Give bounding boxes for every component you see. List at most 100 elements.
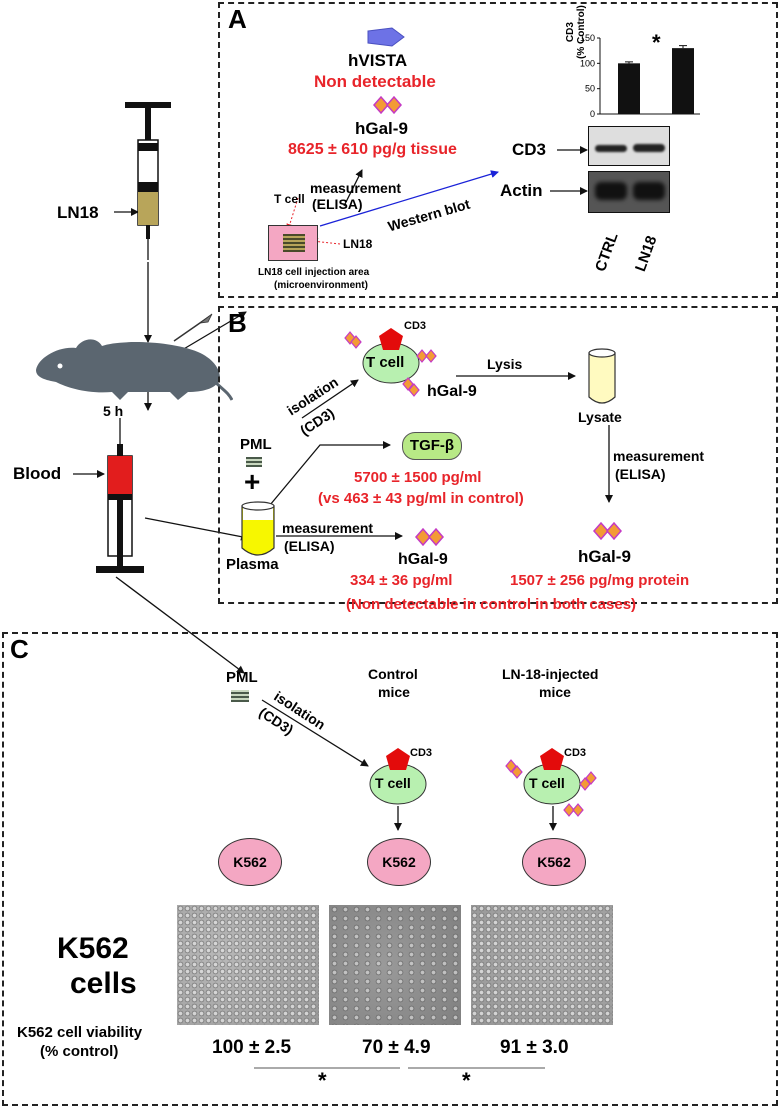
significance-star-a: * bbox=[652, 30, 661, 55]
lysis-label: Lysis bbox=[487, 356, 523, 372]
panel-b bbox=[218, 306, 778, 604]
plasma-label: Plasma bbox=[226, 556, 279, 573]
syringe-blood-icon bbox=[96, 418, 144, 573]
control-mice-label-1: Control bbox=[368, 666, 418, 682]
lysate-tube-icon bbox=[588, 348, 616, 404]
scalpel-icon bbox=[173, 313, 213, 342]
blood-label: Blood bbox=[13, 464, 62, 483]
ln18-mice-label-2: mice bbox=[539, 684, 571, 700]
pml-cells-icon-b bbox=[246, 457, 262, 467]
panel-a-label: A bbox=[228, 4, 247, 34]
panel-c bbox=[2, 632, 778, 1106]
syringe-ln18-icon bbox=[125, 102, 171, 260]
chart-ylabel-1: CD3 bbox=[565, 22, 576, 43]
area-label-2: (microenvironment) bbox=[274, 280, 368, 291]
footnote-b: (Non detectable in control in both cases… bbox=[346, 596, 637, 613]
viability-value-1: 100 ± 2.5 bbox=[212, 1037, 292, 1058]
cell-cluster bbox=[283, 234, 305, 252]
arrow-western-blot bbox=[319, 170, 499, 227]
hgal9-lysate-label: hGal-9 bbox=[578, 547, 631, 566]
area-label-1: LN18 cell injection area bbox=[258, 267, 370, 278]
measurement-label-a: measurement bbox=[310, 180, 402, 196]
actin-blot bbox=[588, 171, 670, 213]
arrow-isolation-b bbox=[301, 379, 359, 419]
arrow-mouse-to-panel-a bbox=[181, 311, 247, 351]
tgf-control: (vs 463 ± 43 pg/ml in control) bbox=[318, 490, 524, 507]
tgf-beta-badge: TGF-β bbox=[402, 432, 462, 460]
chart-tick-label: 0 bbox=[590, 109, 595, 119]
hgal9-value: 8625 ± 610 pg/g tissue bbox=[288, 141, 457, 158]
k562-cell-3: K562 bbox=[522, 838, 586, 886]
ln18-label-a: LN18 bbox=[343, 237, 373, 251]
lysate-label: Lysate bbox=[578, 409, 622, 425]
viability-value-3: 91 ± 3.0 bbox=[500, 1037, 569, 1058]
hvista-value: Non detectable bbox=[314, 72, 436, 91]
hgal9-icon bbox=[373, 96, 402, 114]
elisa-label-lysate: (ELISA) bbox=[615, 466, 666, 482]
micrograph-1 bbox=[177, 905, 319, 1025]
actin-blot-label: Actin bbox=[500, 181, 543, 200]
measurement-label-lysate: measurement bbox=[613, 448, 705, 464]
hgal9-label: hGal-9 bbox=[355, 119, 408, 138]
panel-b-label: B bbox=[228, 308, 247, 338]
arrow-ln18-dashed bbox=[311, 238, 341, 246]
significance-star-c1: * bbox=[318, 1068, 327, 1093]
cd3-label-b: CD3 bbox=[404, 320, 427, 332]
chart-bar-ln18 bbox=[672, 48, 694, 114]
micrograph-2 bbox=[329, 905, 461, 1025]
arrow-isolation-c bbox=[261, 699, 369, 767]
cd3-blot-label: CD3 bbox=[512, 140, 547, 159]
chart-ylabel-2: (% Control) bbox=[576, 5, 587, 59]
significance-star-c2: * bbox=[462, 1068, 471, 1093]
k562-cell-2: K562 bbox=[367, 838, 431, 886]
mouse-icon bbox=[36, 339, 233, 401]
pml-label-c: PML bbox=[226, 669, 258, 686]
arrow-tcell-dashed bbox=[286, 197, 299, 231]
chart-error-bar bbox=[625, 61, 633, 64]
cd3-label-ln18: CD3 bbox=[564, 747, 587, 759]
elisa-label-b: (ELISA) bbox=[284, 538, 335, 554]
viability-label-1: K562 cell viability bbox=[17, 1024, 143, 1041]
arrow-to-hgal9 bbox=[343, 169, 363, 207]
hgal9-plasma-label: hGal-9 bbox=[398, 551, 448, 568]
hgal9-cell-label: hGal-9 bbox=[427, 383, 477, 400]
actin-band-ctrl bbox=[595, 182, 627, 200]
tcell-label-ln18: T cell bbox=[529, 775, 565, 791]
ln18-mice-label-1: LN-18-injected bbox=[502, 666, 599, 682]
cd3-label-control: CD3 bbox=[410, 747, 433, 759]
k562-cells-title-2: cells bbox=[70, 967, 137, 1000]
cd3-blot bbox=[588, 126, 670, 166]
tcell-label-a: T cell bbox=[274, 192, 305, 206]
hgal9-plasma-icon bbox=[415, 528, 444, 546]
time-label: 5 h bbox=[103, 403, 124, 419]
ln18-label: LN18 bbox=[57, 203, 99, 222]
chart-bar-ctrl bbox=[618, 63, 640, 114]
injection-area bbox=[268, 225, 318, 261]
control-mice-label-2: mice bbox=[378, 684, 410, 700]
tcell-icon-ln18 bbox=[505, 748, 597, 817]
plus-label: + bbox=[244, 466, 261, 497]
tcell-icon-control bbox=[369, 748, 427, 805]
chart-tick-label: 50 bbox=[585, 84, 595, 94]
viability-value-2: 70 ± 4.9 bbox=[362, 1037, 431, 1058]
micrograph-3 bbox=[471, 905, 613, 1025]
cd3-band-ln18 bbox=[633, 144, 665, 152]
k562-cell-1: K562 bbox=[218, 838, 282, 886]
cd3-band-ctrl bbox=[595, 145, 627, 152]
hvista-label: hVISTA bbox=[348, 51, 408, 70]
elisa-label-a: (ELISA) bbox=[312, 196, 363, 212]
hgal9-lysate-value: 1507 ± 256 pg/mg protein bbox=[510, 572, 690, 589]
tcell-icon-b bbox=[344, 328, 437, 397]
pml-cells-icon-c bbox=[231, 690, 249, 702]
hgal9-plasma-value: 334 ± 36 pg/ml bbox=[350, 572, 453, 589]
pml-label-b: PML bbox=[240, 436, 272, 453]
tgf-value: 5700 ± 1500 pg/ml bbox=[354, 469, 482, 486]
viability-label-2: (% control) bbox=[40, 1043, 119, 1060]
plasma-tube-icon bbox=[241, 501, 275, 556]
chart-tick-label: 150 bbox=[580, 33, 595, 43]
panel-c-label: C bbox=[10, 634, 29, 664]
arrow-blood-to-pml bbox=[115, 576, 245, 674]
arrow-to-tgf bbox=[269, 441, 391, 506]
